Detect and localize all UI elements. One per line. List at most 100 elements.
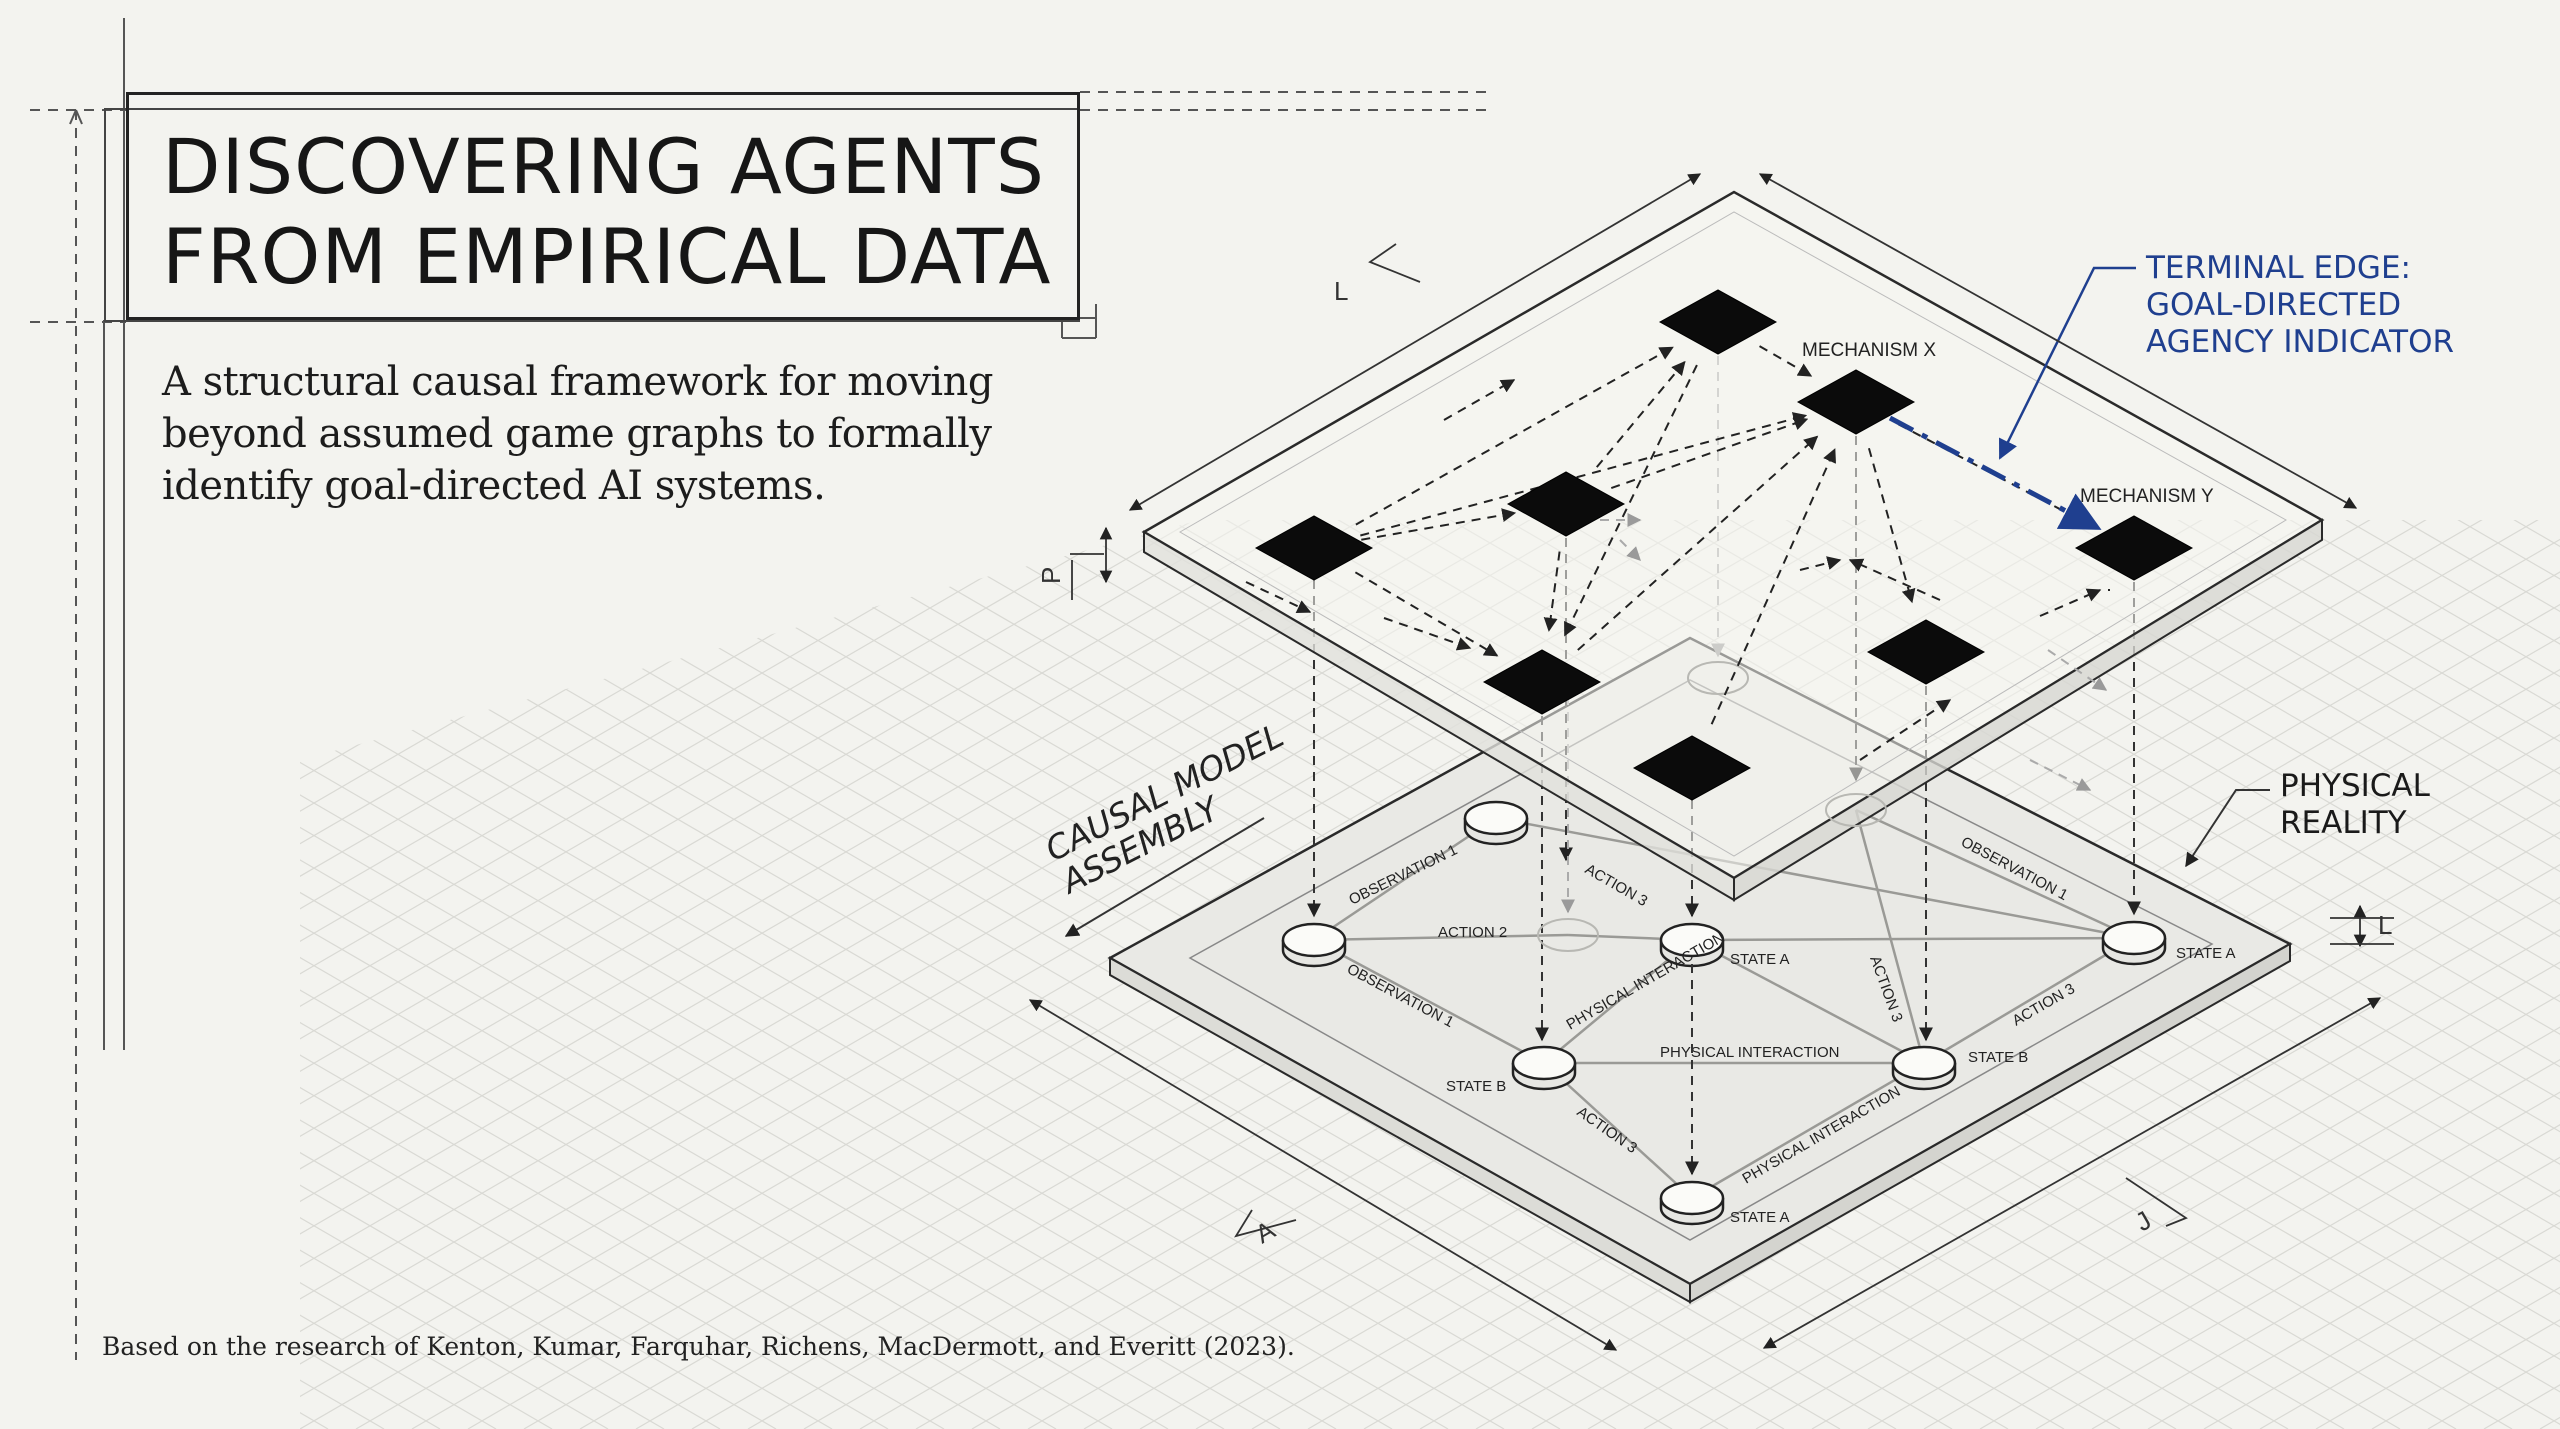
floating-edge — [1799, 556, 1842, 571]
grid-line — [0, 500, 272, 1429]
grid-line — [1919, 520, 2560, 1429]
label-state-a1: STATE A — [1730, 951, 1789, 968]
grid-line — [0, 500, 48, 1429]
faint-nodes — [1537, 661, 1887, 952]
grid-line — [0, 500, 104, 1429]
grid-line — [2203, 520, 2560, 1429]
bottom-node — [2101, 920, 2167, 966]
dim-mark-right: L — [2378, 910, 2392, 940]
node-top — [1463, 800, 1529, 836]
grid-line — [300, 520, 777, 1429]
grid-line — [0, 500, 216, 1429]
grid-line — [2371, 520, 2560, 1429]
grid-line — [300, 520, 333, 1429]
grid-line — [2255, 520, 2560, 1429]
grid-line — [300, 520, 1453, 1429]
title-line-2: FROM EMPIRICAL DATA — [162, 212, 1052, 301]
node-top — [1511, 1045, 1577, 1081]
label-state-b2: STATE B — [1968, 1049, 2028, 1066]
grid-line — [300, 520, 1005, 1429]
grid-line — [300, 520, 889, 1429]
dimension-lines — [1028, 173, 2394, 1351]
top-node-diamond — [1866, 619, 1986, 685]
grid-line — [0, 500, 160, 1429]
grid-line — [1975, 520, 2560, 1429]
title-frame — [126, 92, 1080, 320]
grid-line — [300, 520, 557, 1429]
grid-line — [300, 520, 725, 1429]
top-edge — [1710, 448, 1836, 725]
grid-line — [2031, 520, 2560, 1429]
label-physical-interaction-2: PHYSICAL INTERACTION — [1660, 1044, 1839, 1061]
grid-line — [300, 520, 1061, 1429]
top-node-diamond — [1254, 515, 1374, 581]
bottom-node — [1891, 1045, 1957, 1091]
faint-edge — [2029, 759, 2092, 791]
grid-line — [300, 520, 1281, 1429]
grid-line — [300, 520, 665, 1429]
grid-line — [300, 520, 837, 1429]
floating-edge — [1245, 581, 1312, 613]
dim-mark-left: P — [1036, 567, 1066, 584]
faint-edge — [2047, 649, 2108, 691]
label-state-a2: STATE A — [2176, 945, 2235, 962]
grid-line — [300, 520, 721, 1429]
grid-line — [300, 520, 445, 1429]
top-edge — [1867, 447, 1916, 604]
grid-line — [2315, 520, 2560, 1429]
grid-line — [300, 520, 945, 1429]
bottom-node — [1659, 922, 1725, 968]
grid-line — [2427, 520, 2560, 1429]
dim-mark-top-left: L — [1334, 276, 1348, 306]
grid-line — [2259, 520, 2560, 1429]
grid-line — [300, 520, 329, 1429]
grid-line — [2311, 520, 2560, 1429]
grid-line — [300, 520, 893, 1429]
grid-line — [2199, 520, 2560, 1429]
grid-line — [0, 500, 108, 1429]
grid-line — [300, 520, 389, 1429]
top-edge — [1361, 508, 1517, 541]
left-guides — [30, 18, 1490, 1360]
title-line-1: DISCOVERING AGENTS — [162, 122, 1045, 211]
grid-line — [300, 520, 385, 1429]
grid-line — [0, 500, 220, 1429]
grid-line — [2367, 520, 2560, 1429]
grid-line — [300, 520, 441, 1429]
node-top — [1659, 922, 1725, 958]
node-top — [1281, 922, 1347, 958]
grid-line — [300, 520, 1341, 1429]
top-edge — [1577, 435, 1819, 651]
grid-line — [300, 520, 1397, 1429]
grid-line — [300, 520, 949, 1429]
faint-edge — [1619, 539, 1641, 561]
floating-edge — [1848, 558, 1941, 601]
grid-line — [300, 520, 497, 1429]
grid-line — [300, 520, 1169, 1429]
floating-edge — [2039, 588, 2102, 617]
top-node-diamond — [1632, 735, 1752, 801]
node-top — [1891, 1045, 1957, 1081]
assembly-arrow — [1064, 817, 1265, 937]
grid-line — [2087, 520, 2560, 1429]
grid-line — [300, 520, 1509, 1429]
top-node-diamond — [1482, 649, 1602, 715]
page-title: DISCOVERING AGENTS FROM EMPIRICAL DATA — [162, 122, 1062, 302]
grid-line — [300, 520, 669, 1429]
grid-line — [300, 520, 833, 1429]
grid-line — [2143, 520, 2560, 1429]
grid-line — [300, 520, 553, 1429]
floating-edge — [1859, 699, 1952, 761]
grid-line — [300, 520, 1225, 1429]
grid-line — [0, 500, 276, 1429]
physical-reality-callout: PHYSICAL REALITY — [2280, 768, 2430, 841]
grid-line — [300, 520, 1057, 1429]
grid-line — [300, 520, 613, 1429]
grid-line — [300, 520, 1285, 1429]
grid-line — [0, 500, 164, 1429]
research-credit: Based on the research of Kenton, Kumar, … — [102, 1332, 1295, 1361]
grid-line — [2479, 520, 2560, 1429]
label-state-b1: STATE B — [1446, 1078, 1506, 1095]
